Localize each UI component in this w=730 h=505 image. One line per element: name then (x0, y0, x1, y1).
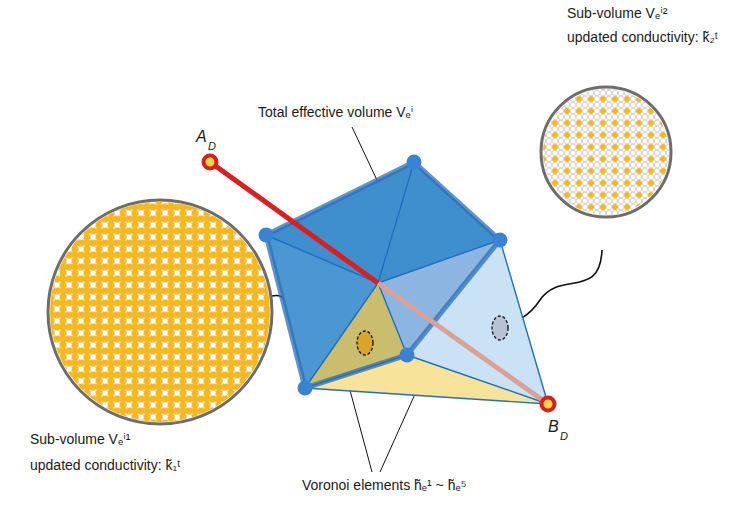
element-label: Voronoi elements h̃ₑ¹ ~ h̃ₑ⁵ (302, 476, 466, 494)
volume-label: Total effective volume Vₑⁱ (258, 103, 413, 121)
point-subscript: D (208, 137, 216, 155)
inset-title: Sub-volume Vₑⁱ¹ (30, 430, 130, 448)
point-name: A (196, 128, 207, 146)
inset-note: updated conductivity: k̃₂ᵗ (567, 28, 718, 46)
inset-title: Sub-volume Vₑⁱ² (567, 4, 667, 22)
point-subscript: D (560, 427, 568, 445)
inset-note: updated conductivity: k̃₁ᵗ (30, 456, 180, 474)
point-name: B (548, 418, 559, 436)
